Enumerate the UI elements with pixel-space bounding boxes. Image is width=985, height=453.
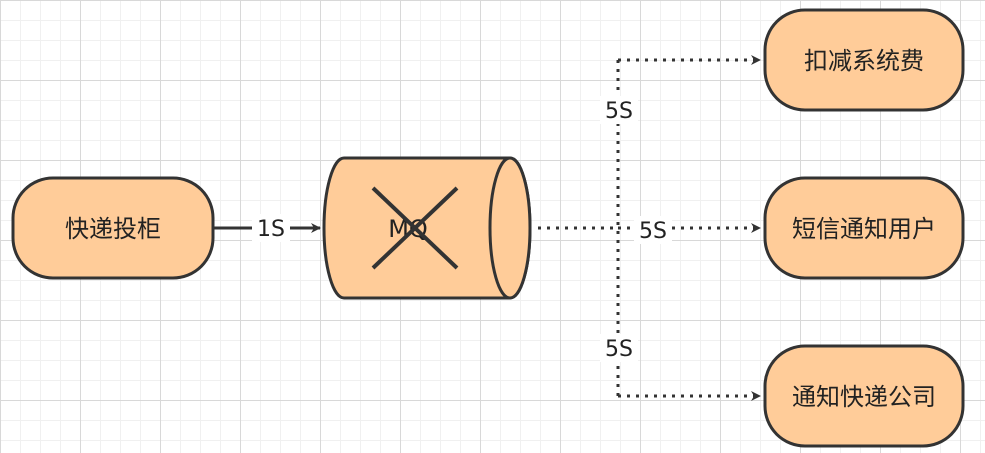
edge-queue-to-company: 5S: [600, 334, 761, 401]
node-cabinet-label: 快递投柜: [65, 215, 161, 243]
node-company-shape: [763, 344, 965, 448]
edge-queue-to-deduct-label-bg: [600, 96, 638, 124]
edge-queue-to-sms: 5S: [618, 216, 761, 244]
edge-queue-to-sms-label-bg: [634, 216, 672, 244]
node-company-label: 通知快递公司: [792, 383, 936, 411]
node-sms[interactable]: 短信通知用户: [763, 176, 965, 280]
node-deduct-shape: [763, 8, 965, 112]
node-company[interactable]: 通知快递公司: [763, 344, 965, 448]
node-queue-end-cap: [488, 156, 532, 300]
node-deduct[interactable]: 扣减系统费: [763, 8, 965, 112]
x-cross-icon: [371, 186, 459, 270]
edge-queue-to-company-label: 5S: [605, 337, 633, 362]
edge-queue-to-company-label-bg: [600, 334, 638, 362]
node-sms-label: 短信通知用户: [792, 215, 936, 243]
node-cabinet-shape: [11, 176, 215, 280]
edge-cabinet-to-queue-label-bg: [252, 214, 290, 242]
edge-queue-to-deduct-label: 5S: [605, 99, 633, 124]
node-cabinet[interactable]: 快递投柜: [11, 176, 215, 280]
edge-queue-to-sms-label: 5S: [639, 219, 667, 244]
node-queue[interactable]: MQ: [322, 156, 532, 300]
edge-cabinet-to-queue: 1S: [213, 214, 321, 242]
node-deduct-label: 扣减系统费: [804, 47, 924, 75]
node-sms-shape: [763, 176, 965, 280]
edge-queue-to-deduct: 5S: [600, 55, 761, 124]
edge-cabinet-to-queue-label: 1S: [257, 217, 285, 242]
